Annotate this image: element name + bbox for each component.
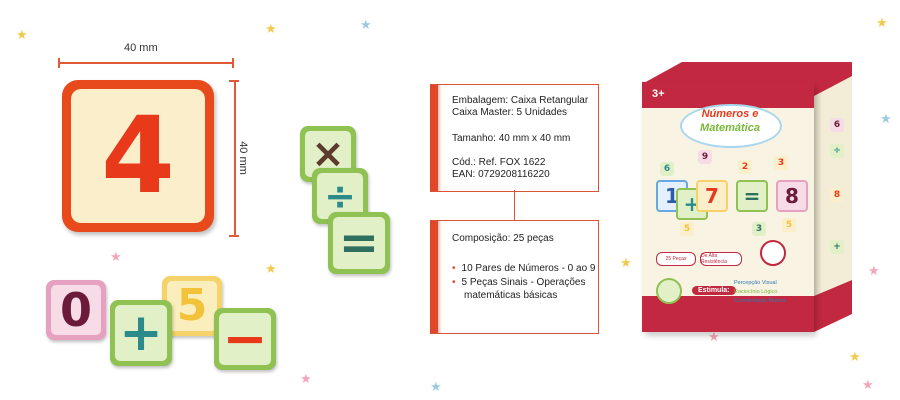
star-decoration: ★ <box>265 21 277 36</box>
mini-tile: 6 <box>830 118 844 132</box>
equation-tile: 7 <box>696 180 728 212</box>
star-decoration: ★ <box>620 255 632 270</box>
specs-line: Tamanho: 40 mm x 40 mm <box>452 133 571 144</box>
mini-tile: 8 <box>830 188 844 202</box>
star-decoration: ★ <box>360 17 372 32</box>
mini-tile: ÷ <box>830 144 844 158</box>
product-box-front: 3+ Números e Matemática FOX 6 9 2 3 5 3 … <box>642 82 814 332</box>
tile-symbol: − <box>222 307 268 370</box>
product-box-top <box>642 62 852 84</box>
star-decoration: ★ <box>430 379 442 394</box>
tile-symbol: ÷ <box>324 174 356 218</box>
height-label: 40 mm <box>236 141 249 175</box>
mini-tile: 2 <box>738 160 752 174</box>
star-decoration: ★ <box>868 263 880 278</box>
stimulus-item: Percepção Visual <box>734 280 777 286</box>
mini-tile: 5 <box>680 222 694 236</box>
pieces-pill: 25 Peças <box>656 252 696 266</box>
product-title-line2: Matemática <box>700 122 760 134</box>
tile-symbol: = <box>338 215 380 271</box>
star-decoration: ★ <box>880 111 892 126</box>
connector-line <box>514 190 515 220</box>
tile-symbol: 5 <box>176 280 208 331</box>
number-tile-five: 5 <box>162 276 222 336</box>
quality-seal <box>760 240 786 266</box>
plus-tile: + <box>110 300 172 366</box>
mini-tile: + <box>830 240 844 254</box>
number-tile-zero: 0 <box>46 280 106 340</box>
title-oval <box>680 104 782 148</box>
star-decoration: ★ <box>862 377 874 392</box>
star-decoration: ★ <box>708 329 720 344</box>
age-badge: 3+ <box>652 88 665 100</box>
specs-line: Embalagem: Caixa Retangular <box>452 95 589 106</box>
product-title-line1: Números e <box>701 108 759 120</box>
equation-tile: = <box>736 180 768 212</box>
tile-symbol: + <box>119 303 163 363</box>
star-decoration: ★ <box>849 349 861 364</box>
fox-mascot-icon <box>656 278 682 304</box>
width-label: 40 mm <box>124 42 158 54</box>
accent-stripe <box>430 85 442 191</box>
resistance-pill: De Alta Resistência <box>700 252 742 266</box>
tile-number: 4 <box>101 94 175 217</box>
equals-tile: = <box>328 212 390 274</box>
tile-symbol: 0 <box>59 283 92 337</box>
mini-tile: 6 <box>660 162 674 176</box>
mini-tile: 5 <box>782 218 796 232</box>
star-decoration: ★ <box>876 15 888 30</box>
composition-bullet: •5 Peças Sinais - Operações matemáticas … <box>452 277 586 301</box>
composition-bullet: •10 Pares de Números - 0 ao 9 <box>452 263 596 274</box>
star-decoration: ★ <box>16 27 28 42</box>
brand-logo: FOX <box>788 92 801 98</box>
mini-tile: 9 <box>698 150 712 164</box>
tile-symbol: × <box>311 131 345 177</box>
composition-box: Composição: 25 peças •10 Pares de Número… <box>430 220 599 334</box>
equation-tile: 8 <box>776 180 808 212</box>
specs-line: EAN: 0729208116220 <box>452 169 550 180</box>
stimulus-item: Raciocínio Lógico <box>734 289 778 295</box>
minus-tile: − <box>214 308 276 370</box>
star-decoration: ★ <box>110 249 122 264</box>
specs-box: Embalagem: Caixa Retangular Caixa Master… <box>430 84 599 192</box>
stimulus-label: Estimula: <box>692 286 736 295</box>
star-decoration: ★ <box>265 261 277 276</box>
specs-line: Cód.: Ref. FOX 1622 <box>452 157 546 168</box>
mini-tile: 3 <box>774 156 788 170</box>
specs-line: Caixa Master: 5 Unidades <box>452 107 568 118</box>
accent-stripe <box>430 221 442 333</box>
star-decoration: ★ <box>300 371 312 386</box>
composition-heading: Composição: 25 peças <box>452 233 554 244</box>
mini-tile: 3 <box>752 222 766 236</box>
stimulus-item: Coordenação Motora <box>734 298 786 304</box>
number-tile-large: 4 <box>62 80 214 232</box>
